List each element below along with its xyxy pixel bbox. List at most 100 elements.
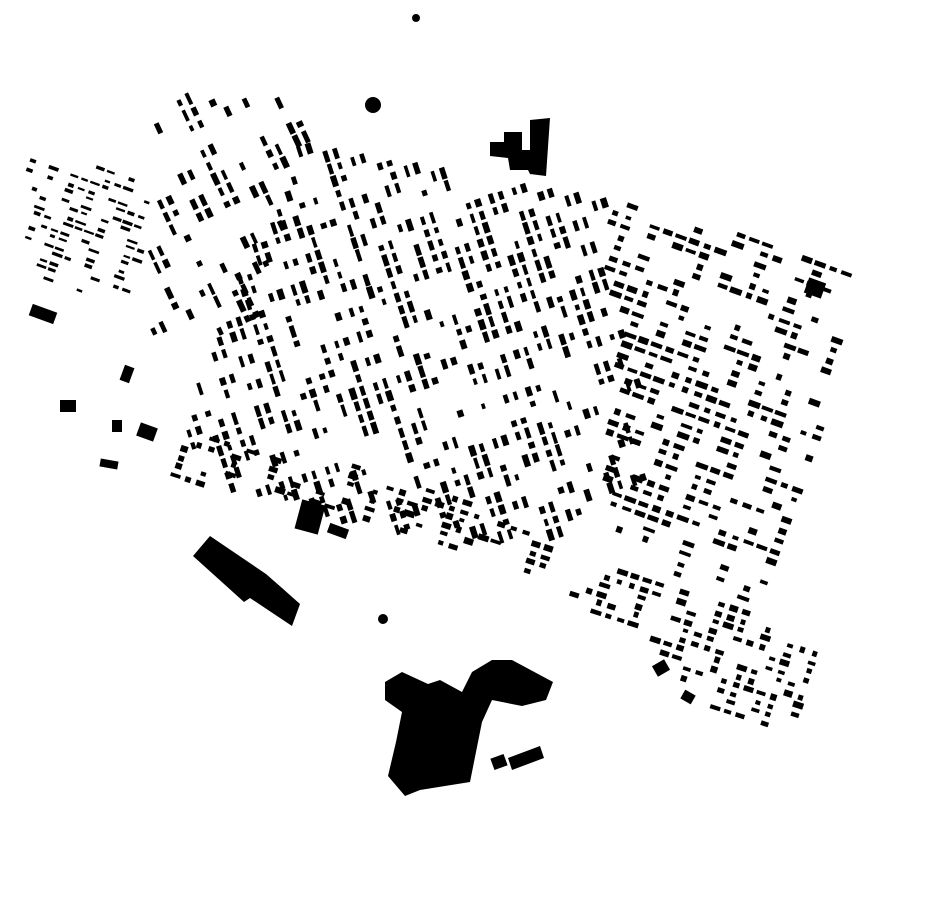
house-footprint [662,640,673,648]
house-footprint [313,480,324,494]
house-footprint [554,443,563,457]
house-footprint [670,405,685,416]
house-footprint [481,453,491,467]
house-footprint [598,581,611,590]
house-footprint [27,225,36,232]
house-footprint [451,495,459,503]
house-footprint [327,369,336,378]
house-footprint [394,182,402,194]
house-footprint [477,362,485,371]
house-footprint [557,486,565,495]
house-footprint [687,365,698,373]
house-footprint [76,288,83,293]
house-footprint [315,490,326,497]
house-footprint [592,405,600,416]
house-footprint [48,164,60,172]
house-footprint [136,248,145,254]
house-footprint [198,289,206,298]
house-footprint [316,289,326,301]
house-footprint [384,185,392,198]
house-footprint [439,511,447,519]
building-west [119,364,135,384]
house-footprint [305,377,313,385]
house-footprint [703,243,712,251]
house-footprint [311,427,320,440]
building-southeast [651,659,671,677]
house-footprint [305,252,313,263]
house-footprint [627,367,638,375]
house-footprint [754,389,763,397]
house-footprint [445,512,454,521]
house-footprint [361,469,367,476]
house-footprint [208,436,221,444]
house-footprint [520,495,529,509]
house-footprint [616,433,630,442]
house-footprint [604,613,612,620]
house-footprint [263,402,272,414]
house-footprint [616,617,625,624]
house-footprint [502,394,510,404]
house-footprint [499,353,508,364]
house-footprint [290,284,298,296]
house-footprint [233,466,242,479]
house-footprint [350,156,357,167]
house-footprint [595,590,608,600]
house-footprint [591,281,601,294]
house-footprint [384,389,395,402]
house-footprint [529,400,537,408]
house-footprint [313,399,321,412]
house-footprint [340,404,348,417]
house-footprint [481,221,491,234]
house-footprint [521,529,531,536]
house-footprint [770,418,784,429]
house-footprint [526,357,535,370]
house-footprint [519,292,528,303]
house-footprint [634,603,643,612]
house-footprint [376,285,384,293]
house-footprint [781,435,791,443]
house-footprint [805,667,813,675]
house-footprint [461,269,471,281]
house-footprint [58,237,68,243]
house-footprint [246,273,253,281]
house-footprint [688,237,701,247]
house-footprint [536,190,546,202]
house-footprint [439,320,445,328]
house-footprint [636,383,647,391]
house-footprint [440,521,452,531]
house-footprint [24,235,32,241]
house-footprint [703,324,712,331]
house-footprint [645,279,654,287]
house-footprint [591,200,599,212]
house-footprint [586,310,595,323]
house-footprint [417,365,426,379]
house-footprint [423,308,433,321]
house-footprint [714,648,725,656]
house-footprint [494,260,502,269]
house-footprint [101,184,109,190]
house-footprint [396,223,404,233]
house-footprint [581,327,590,337]
house-footprint [736,231,747,240]
house-footprint [475,280,484,289]
house-footprint [610,501,618,508]
house-footprint [637,500,649,509]
house-footprint [204,207,214,219]
house-footprint [731,535,739,541]
house-footprint [526,277,533,287]
house-footprint [606,602,617,611]
house-footprint [655,329,667,339]
house-footprint [759,579,769,586]
house-footprint [599,197,609,209]
house-footprint [767,313,775,321]
house-footprint [468,255,475,265]
house-footprint [589,241,598,254]
house-footprint [573,424,581,436]
house-footprint [387,240,394,250]
house-footprint [739,618,747,626]
house-footprint [439,480,450,494]
house-footprint [840,270,853,278]
house-footprint [613,244,622,252]
house-footprint [389,171,398,181]
house-footprint [393,505,401,514]
